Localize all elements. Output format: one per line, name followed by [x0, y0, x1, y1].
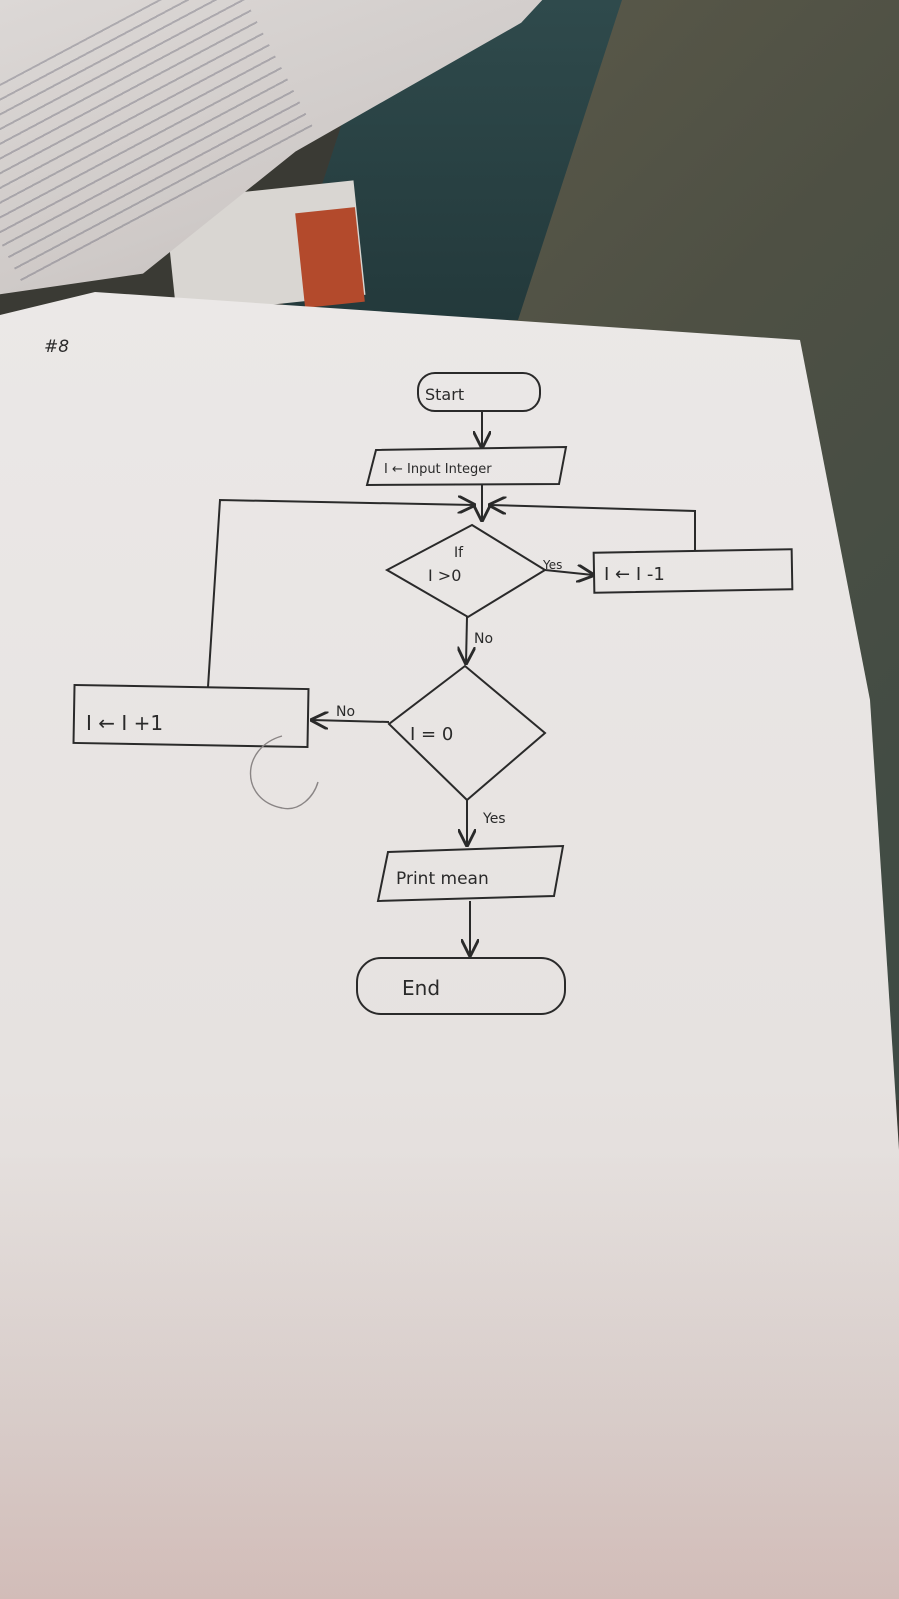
decision-2-label: I = 0 [410, 724, 453, 745]
start-terminator [417, 372, 541, 412]
decision-1-label: I >0 [428, 566, 461, 585]
edge-label-no-1: No [474, 631, 493, 647]
paper-sheet [0, 292, 899, 1599]
increment-label: I ← I +1 [86, 711, 163, 735]
edge-label-no-2: No [336, 704, 355, 720]
end-terminator [356, 957, 566, 1015]
output-parallelogram [376, 844, 565, 903]
decision-1-label-top: If [454, 545, 464, 561]
decrement-process [592, 548, 794, 594]
decrement-label: I ← I -1 [604, 564, 665, 585]
page-number-label: #8 [44, 337, 69, 357]
arrow-decision-2-no [312, 720, 390, 722]
loop-back-decrement [490, 505, 696, 551]
input-label: I ← Input Integer [384, 462, 492, 477]
output-label: Print mean [396, 869, 489, 889]
end-label: End [402, 976, 440, 1000]
arrow-decision-1-no [466, 616, 467, 663]
edge-label-yes-2: Yes [482, 811, 506, 827]
stray-pencil-mark [249, 735, 319, 810]
arrow-decision-1-yes [544, 570, 593, 575]
start-label: Start [425, 385, 464, 404]
loop-back-increment [207, 500, 474, 688]
edge-label-yes-1: Yes [542, 558, 562, 572]
increment-process [72, 683, 310, 749]
input-parallelogram [365, 445, 568, 487]
decision-1-diamond [384, 523, 547, 619]
